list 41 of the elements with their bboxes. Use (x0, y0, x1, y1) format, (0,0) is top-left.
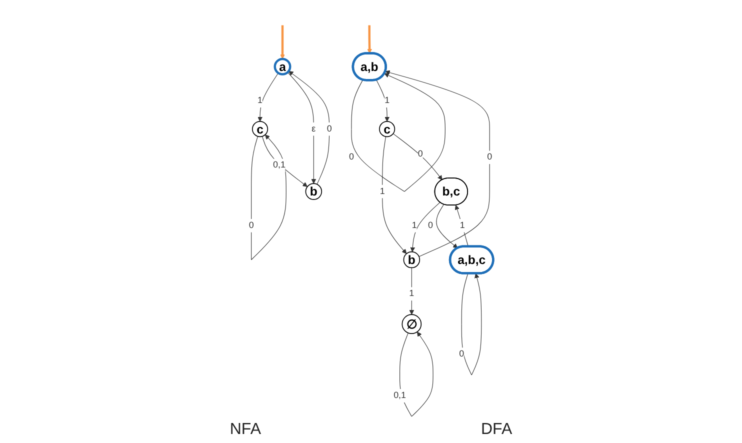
edge-label: 0,1 (394, 390, 406, 400)
arrow (410, 202, 440, 252)
arrow (454, 204, 469, 247)
node-circle: a (274, 58, 292, 76)
arrow (287, 72, 316, 184)
arrow (376, 80, 390, 122)
edge-label: 0 (418, 149, 423, 159)
node-circle: b (305, 183, 322, 200)
edge-label: 0 (428, 220, 433, 230)
node-circle: c (379, 121, 396, 138)
edge-label: 1 (258, 96, 263, 106)
caption: NFA (230, 421, 261, 439)
arrow (367, 25, 372, 54)
edge-label: 0 (459, 349, 464, 359)
edge-label: 1 (460, 220, 465, 230)
node-circle: b (403, 251, 420, 268)
arrow (392, 133, 442, 180)
arrow (436, 204, 458, 248)
arrow (280, 25, 285, 60)
arrow (382, 136, 407, 254)
edge-label: ε (312, 124, 316, 134)
edge-label: 1 (384, 96, 390, 106)
node-circle: c (252, 121, 268, 138)
node-circle: ∅ (402, 314, 422, 334)
edge-label: 0,1 (273, 160, 286, 170)
edge-label: 1 (409, 288, 414, 298)
edge-label: 1 (412, 220, 417, 230)
edge-label: 1 (380, 186, 385, 196)
edge-label: 0 (487, 152, 492, 162)
arrow (400, 332, 434, 417)
edge-label: 0 (348, 152, 354, 162)
arrow (351, 73, 446, 192)
arrow (409, 267, 414, 315)
arrow (385, 70, 490, 257)
arrow (251, 134, 286, 260)
arrow (262, 136, 308, 187)
edge-label: 0 (248, 220, 254, 230)
arrow (288, 70, 330, 185)
edge-label: 0 (326, 124, 332, 134)
arrow (258, 72, 279, 122)
caption: DFA (481, 421, 512, 439)
